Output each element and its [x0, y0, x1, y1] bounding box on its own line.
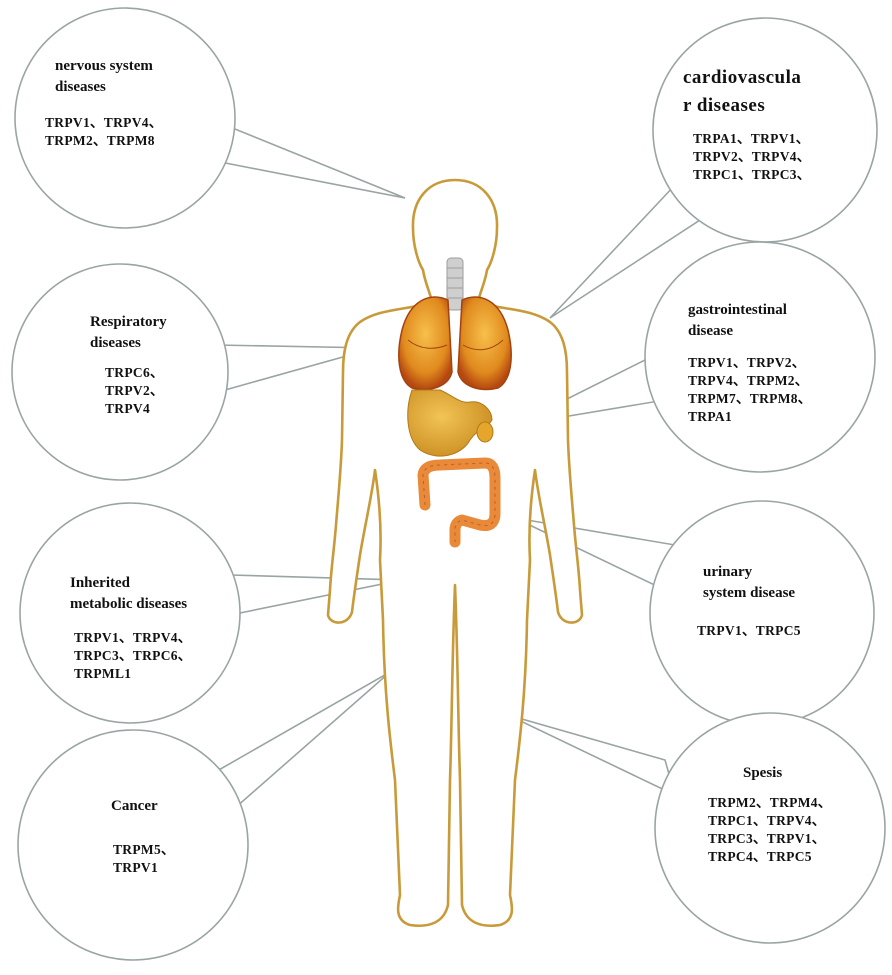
intestines	[417, 457, 501, 548]
cancer-genes: TRPM5、 TRPV1	[113, 842, 175, 875]
metabolic-label-group: Inherited metabolic diseases TRPV1、TRPV4…	[70, 573, 192, 683]
metabolic-genes: TRPV1、TRPV4、 TRPC3、TRPC6、 TRPML1	[74, 630, 192, 681]
bubble-cancer	[17, 671, 391, 961]
sepsis-title: Spesis	[743, 765, 783, 781]
respiratory-genes: TRPC6、 TRPV2、 TRPV4	[105, 365, 164, 416]
bubble-sepsis	[507, 712, 886, 944]
cardio-title: cardiovascula r diseases	[683, 67, 802, 116]
cardio-genes: TRPA1、TRPV1、 TRPV2、TRPV4、 TRPC1、TRPC3、	[693, 131, 811, 182]
gastro-label-group: gastrointestinal disease TRPV1、TRPV2、 TR…	[688, 300, 812, 426]
stomach	[407, 389, 494, 457]
nervous-genes: TRPV1、TRPV4、 TRPM2、TRPM8	[45, 115, 163, 148]
cancer-label-group: Cancer TRPM5、 TRPV1	[111, 796, 175, 877]
cardio-label-group: cardiovascula r diseases TRPA1、TRPV1、 TR…	[683, 64, 811, 184]
bubble-nervous	[14, 7, 406, 229]
lungs	[398, 296, 512, 391]
urinary-title: urinary system disease	[703, 564, 796, 601]
sepsis-label-group: Spesis TRPM2、TRPM4、 TRPC1、TRPV4、 TRPC3、T…	[708, 763, 832, 866]
metabolic-title: Inherited metabolic diseases	[70, 575, 188, 612]
respiratory-label-group: Respiratory diseases TRPC6、 TRPV2、 TRPV4	[90, 312, 167, 418]
cancer-title: Cancer	[111, 798, 158, 814]
respiratory-title: Respiratory diseases	[90, 314, 167, 351]
urinary-genes: TRPV1、TRPC5	[697, 623, 801, 638]
nervous-label-group: nervous system diseases TRPV1、TRPV4、 TRP…	[45, 56, 163, 150]
bubble-respiratory	[11, 263, 376, 481]
human-body-outline	[326, 178, 584, 927]
nervous-title: nervous system diseases	[55, 58, 153, 95]
gastro-genes: TRPV1、TRPV2、 TRPV4、TRPM2、 TRPM7、TRPM8、 T…	[688, 355, 812, 424]
gastro-title: gastrointestinal disease	[688, 302, 787, 339]
trachea	[446, 257, 464, 311]
urinary-label-group: urinary system disease TRPV1、TRPC5	[697, 562, 801, 640]
sepsis-genes: TRPM2、TRPM4、 TRPC1、TRPV4、 TRPC3、TRPV1、 T…	[708, 795, 832, 864]
bubble-metabolic	[19, 502, 403, 724]
